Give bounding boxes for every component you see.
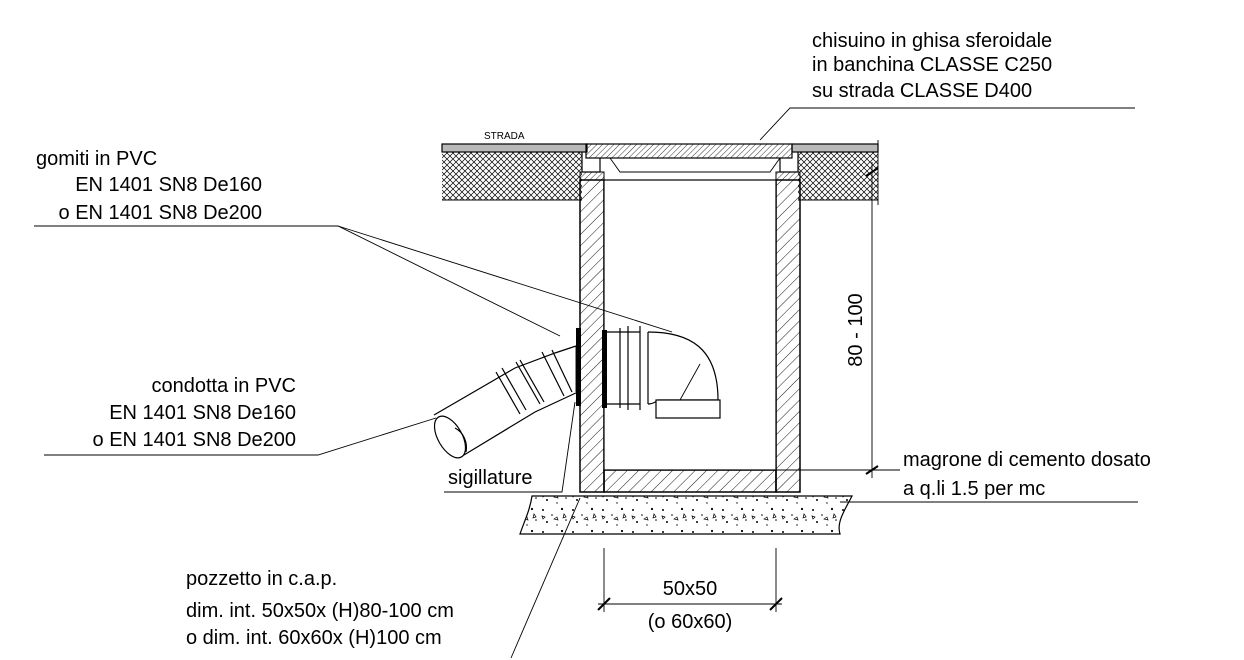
leader-lines — [34, 107, 1138, 659]
elbows-note-line: EN 1401 SN8 De160 — [75, 174, 262, 196]
width-dimension-line: (o 60x60) — [648, 611, 733, 633]
concrete-note-line: a q.li 1.5 per mc — [903, 478, 1045, 500]
well-walls — [579, 179, 801, 493]
cover-note-line: chisuino in ghisa sferoidale — [812, 30, 1052, 52]
cover-note-line: su strada CLASSE D400 — [812, 80, 1032, 102]
pipe-note-line: o EN 1401 SN8 De200 — [93, 429, 296, 451]
width-dimension-label: 50x50 (o 60x60) — [648, 578, 733, 633]
well-note-line: o dim. int. 60x60x (H)100 cm — [186, 627, 442, 649]
pipe-note-line: condotta in PVC — [151, 375, 296, 397]
road-label: STRADA — [484, 131, 525, 142]
width-dimension-line: 50x50 — [663, 578, 718, 600]
elbows-note-line: o EN 1401 SN8 De200 — [59, 202, 262, 224]
dimension-lines — [597, 162, 879, 612]
well-note: pozzetto in c.a.p. dim. int. 50x50x (H)8… — [186, 568, 454, 649]
well-note-line: dim. int. 50x50x (H)80-100 cm — [186, 600, 454, 622]
pipe-note: condotta in PVC EN 1401 SN8 De160 o EN 1… — [93, 375, 296, 451]
concrete-note-line: magrone di cemento dosato — [903, 449, 1151, 471]
elbows-note: gomiti in PVC EN 1401 SN8 De160 o EN 140… — [36, 148, 262, 224]
pipe-note-line: EN 1401 SN8 De160 — [109, 402, 296, 424]
manhole-cover — [579, 143, 801, 181]
seal-note: sigillature — [448, 467, 532, 489]
inner-elbow — [607, 326, 721, 419]
wall-seals — [576, 328, 607, 408]
road-surface — [441, 140, 879, 205]
inlet-pipe — [433, 345, 579, 459]
cover-note-line: in banchina CLASSE C250 — [812, 54, 1052, 76]
concrete-base — [519, 495, 853, 535]
height-dimension-label: 80 - 100 — [845, 293, 867, 366]
cover-note: chisuino in ghisa sferoidale in banchina… — [812, 30, 1052, 102]
well-note-line: pozzetto in c.a.p. — [186, 568, 337, 590]
concrete-note: magrone di cemento dosato a q.li 1.5 per… — [903, 449, 1151, 500]
elbows-note-line: gomiti in PVC — [36, 148, 157, 170]
